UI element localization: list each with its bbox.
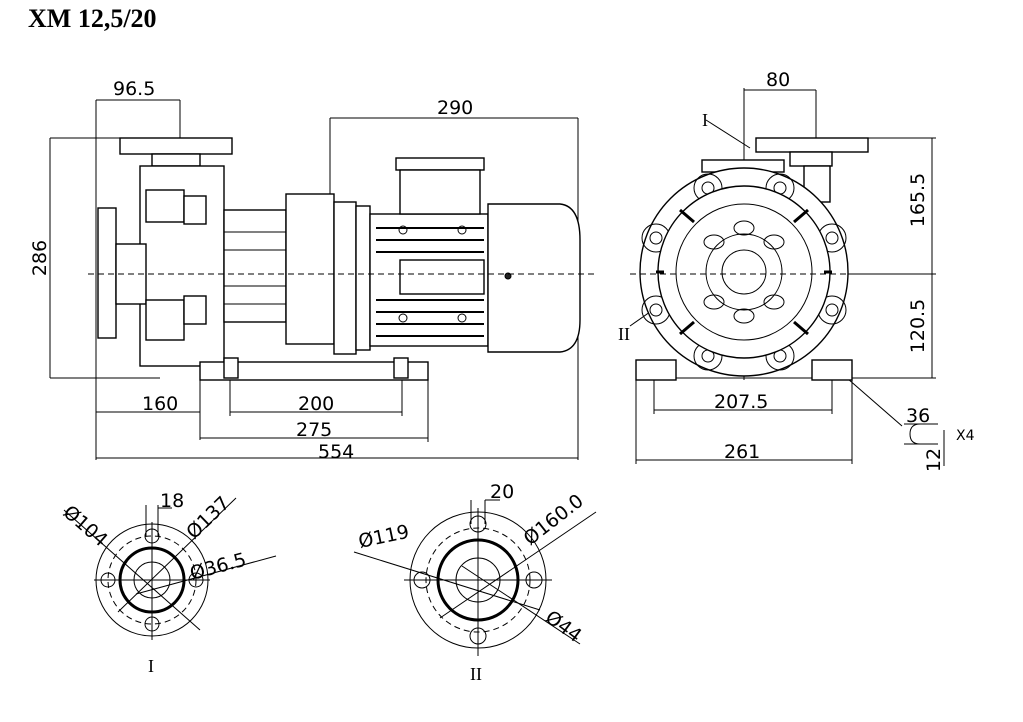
flange-one-pitch-diameter: Ø137	[182, 492, 234, 543]
flange-one-label: I	[148, 656, 154, 676]
dim-lower-height: 120.5	[907, 299, 929, 353]
dim-top-offset: 96.5	[113, 78, 155, 100]
flange-one-detail: 18 Ø104 Ø137 Ø36.5 I	[59, 490, 277, 676]
label-flange-two: II	[618, 324, 630, 344]
dim-left-offset: 160	[142, 393, 178, 415]
dim-total-length: 554	[318, 441, 354, 463]
flange-two-outer-diameter: Ø119	[356, 521, 411, 553]
dim-slot-height: 12	[923, 448, 945, 472]
label-flange-one: I	[702, 110, 708, 130]
flange-two-label: II	[470, 664, 482, 684]
flange-one-bore-diameter: Ø36.5	[188, 549, 249, 585]
dim-base-width: 261	[724, 441, 760, 463]
dim-foot-spacing: 200	[298, 393, 334, 415]
dim-motor-length: 290	[437, 97, 473, 119]
dim-outlet-offset: 80	[766, 69, 790, 91]
dim-front-foot-spacing: 207.5	[714, 391, 768, 413]
dim-height: 286	[29, 240, 51, 276]
dim-upper-height: 165.5	[907, 173, 929, 227]
drawing-title: XM 12,5/20	[28, 4, 157, 33]
flange-two-detail: 20 Ø119 Ø160.0 Ø44 II	[353, 481, 597, 684]
dim-slot-count: X4	[956, 428, 975, 444]
dim-base-length: 275	[296, 419, 332, 441]
dim-slot-width: 36	[906, 405, 930, 427]
front-view: 80 165.5 120.5 207.5 261 36 X4 12 I II	[618, 69, 975, 472]
side-view: 96.5 290 286 160 200 275 554	[29, 78, 596, 463]
flange-one-bolt-hole: 18	[160, 490, 184, 512]
flange-one-outer-diameter: Ø104	[59, 501, 112, 551]
flange-two-bore-diameter: Ø44	[541, 606, 586, 647]
flange-two-bolt-hole: 20	[490, 481, 514, 503]
